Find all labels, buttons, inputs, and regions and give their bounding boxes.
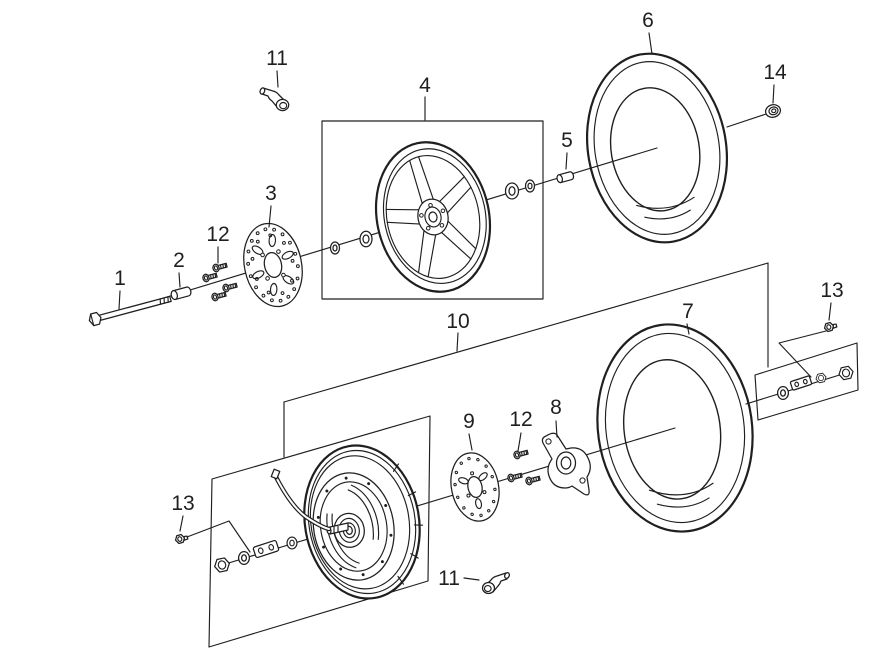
rear-brake-disc <box>450 452 500 522</box>
callout-13-left: 13 <box>171 492 194 515</box>
front-wheel-group-box <box>321 120 544 300</box>
rear-tire-valve <box>481 572 510 595</box>
washer <box>776 385 790 401</box>
front-axle-nut <box>764 104 782 118</box>
callout-10-rear-group: 10 <box>446 310 469 333</box>
callout-5-front-bushing: 5 <box>561 129 573 152</box>
rear-bracket <box>541 432 591 496</box>
callout-4-front-wheel: 4 <box>419 74 431 97</box>
front-wheel-hub <box>417 198 449 236</box>
callout-9-rear-disc: 9 <box>463 410 475 433</box>
disc-bolt <box>210 289 228 303</box>
hub-motor-panel <box>208 415 431 648</box>
callout-13-right: 13 <box>820 279 843 302</box>
rear-right-fasteners <box>776 364 855 401</box>
rear-group-box <box>283 262 769 458</box>
rear-wheel-assembly: 10 7 13 8 9 12 13 11 <box>171 262 859 648</box>
disc-bolt <box>211 260 229 274</box>
front-disc-center-hole <box>263 252 283 278</box>
front-axle <box>88 295 172 327</box>
front-wheel-spokes <box>385 156 477 278</box>
right-fastener-panel <box>754 342 859 421</box>
rear-left-fasteners <box>212 536 298 574</box>
front-brake-disc <box>243 222 303 308</box>
rear-disc-holes <box>453 456 497 518</box>
bracket-boss <box>555 451 577 475</box>
front-wheel-assembly: 1 2 3 4 5 6 11 12 14 <box>88 9 787 327</box>
front-tire-bead-opening <box>609 87 701 212</box>
washer <box>286 536 298 550</box>
hub-motor-wheel <box>303 444 424 600</box>
axle-nut <box>837 364 855 382</box>
front-bushing <box>556 171 575 184</box>
lock-bolt-left <box>173 532 190 545</box>
hub-motor-vent-slots <box>326 484 380 569</box>
washer <box>237 550 251 566</box>
callout-14-axle-nut: 14 <box>763 61 787 84</box>
retainer-plate <box>789 375 813 391</box>
hub-motor-cable <box>270 468 332 532</box>
callout-11-front-valve: 11 <box>266 47 288 70</box>
front-cast-wheel <box>374 141 492 293</box>
disc-bolt <box>512 447 530 461</box>
front-disc-slots <box>251 233 295 297</box>
lock-bolt-right <box>822 320 839 333</box>
rear-disc-bolts <box>506 447 542 487</box>
disc-bolt <box>524 473 542 487</box>
retainer-plate <box>252 539 280 559</box>
front-leader-lines <box>118 32 775 310</box>
front-spacer <box>170 286 192 301</box>
callout-8-bracket: 8 <box>550 396 562 419</box>
hub-motor-cover-bolts <box>316 476 393 577</box>
hub-rim-ticks <box>392 463 424 585</box>
callout-3-front-disc: 3 <box>265 182 277 205</box>
rear-leader-lines <box>179 302 832 581</box>
callout-11-rear-valve: 11 <box>438 567 460 590</box>
callout-2-front-spacer: 2 <box>173 249 185 272</box>
front-axle-centerline-right <box>726 113 767 128</box>
front-wheel-bearings <box>329 179 536 255</box>
disc-bolt <box>221 280 239 294</box>
callout-1-front-axle: 1 <box>114 267 126 290</box>
cable-end-fitting <box>270 468 281 480</box>
callout-7-rear-tire: 7 <box>682 300 694 323</box>
axle-nut <box>212 556 232 574</box>
callout-12-front-bolts: 12 <box>206 223 229 246</box>
rear-disc-center-hole <box>467 476 483 498</box>
disc-bolt <box>201 270 219 284</box>
callout-12-rear-bolts: 12 <box>509 408 532 431</box>
callout-6-front-tire: 6 <box>642 9 654 32</box>
disc-bolt <box>506 470 524 484</box>
front-tire-valve <box>259 87 290 112</box>
